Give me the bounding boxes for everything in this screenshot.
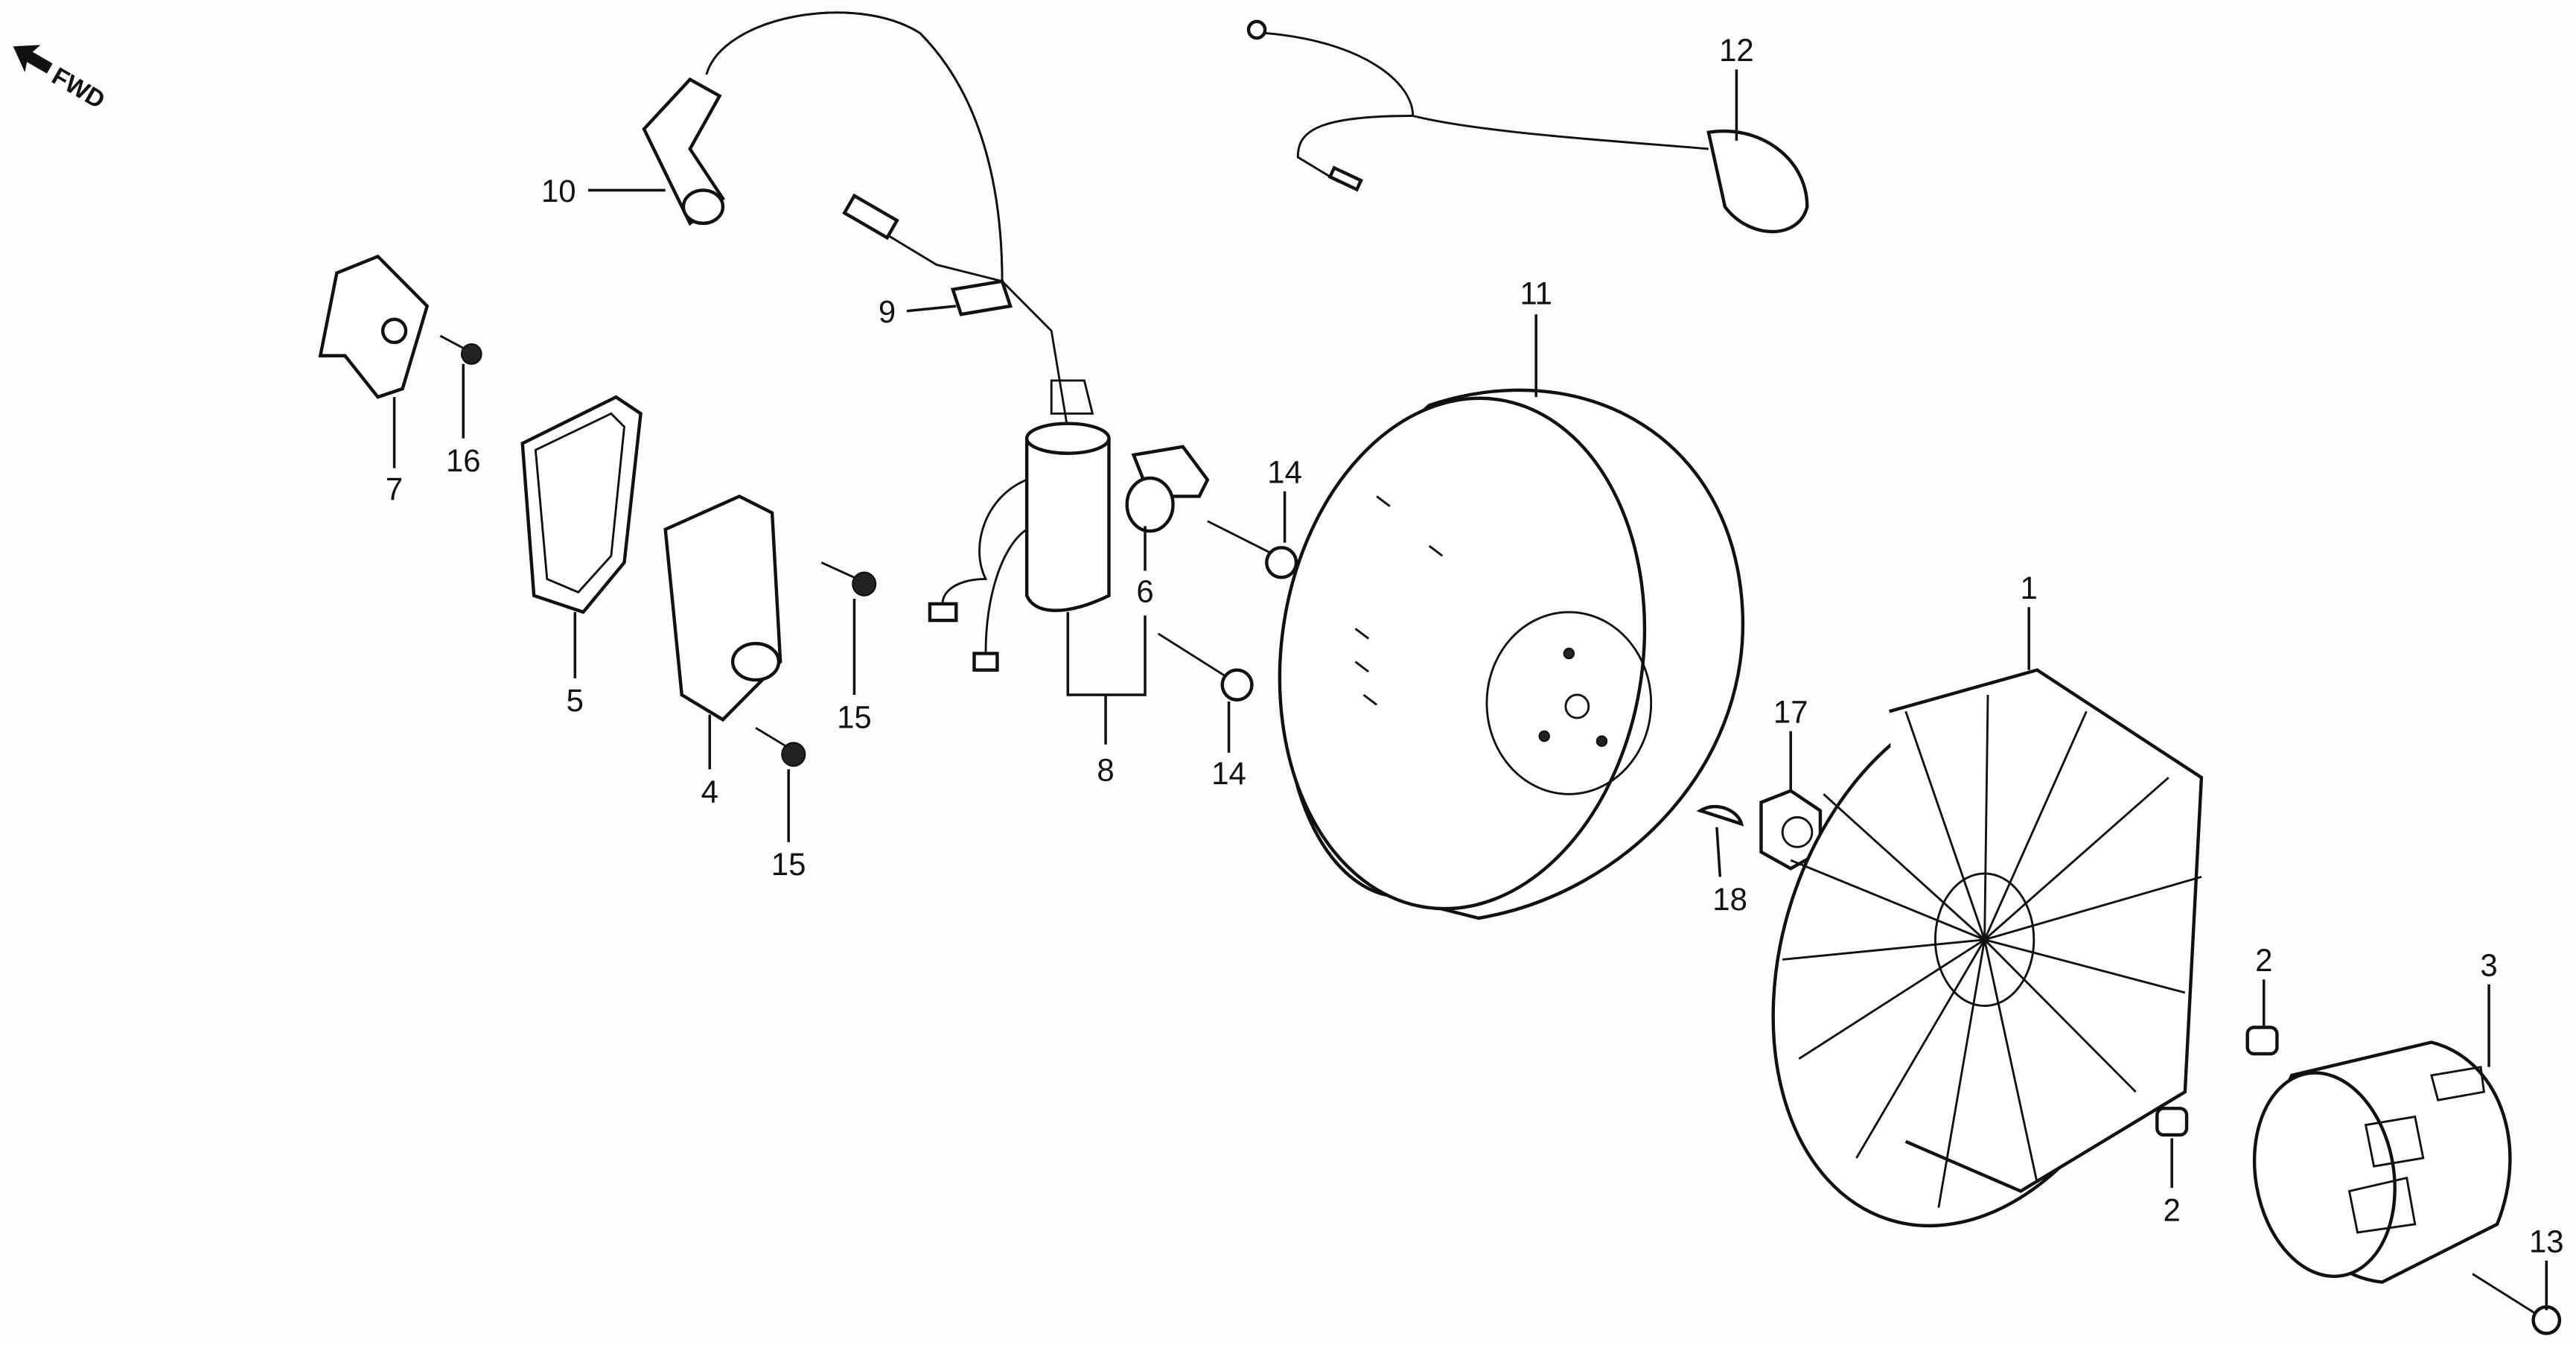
callout-6: 6 <box>1136 573 1153 608</box>
callout-2-upper: 2 <box>2255 943 2272 978</box>
callout-7: 7 <box>386 471 403 506</box>
callout-9: 9 <box>879 294 896 329</box>
callout-15-upper: 15 <box>837 699 872 734</box>
leader-lines <box>392 69 2548 1311</box>
callout-10: 10 <box>541 174 576 209</box>
callout-12: 12 <box>1719 33 1754 68</box>
callout-5: 5 <box>567 683 584 718</box>
contact-breaker <box>318 254 430 399</box>
callout-16: 16 <box>446 443 481 478</box>
callout-3: 3 <box>2480 948 2497 983</box>
woodruff-key <box>1696 805 1744 827</box>
starter-pulley <box>2252 1040 2512 1284</box>
flywheel <box>1278 388 1744 920</box>
callout-8: 8 <box>1097 752 1114 787</box>
callout-18: 18 <box>1712 882 1747 917</box>
callout-15-lower: 15 <box>771 847 806 882</box>
bolt-15-lower <box>755 727 806 767</box>
callout-labels: 10 12 9 11 7 16 14 6 5 15 1 8 14 17 4 15… <box>386 33 2564 1259</box>
callout-1: 1 <box>2021 570 2038 605</box>
bolt-16 <box>439 334 482 365</box>
gasket <box>520 395 643 614</box>
collar-lower <box>2155 1107 2189 1137</box>
callout-14-lower: 14 <box>1211 756 1246 791</box>
collar-upper <box>2245 1026 2279 1056</box>
bolt-15-upper <box>820 561 877 597</box>
bolt-13 <box>2472 1273 2562 1335</box>
spark-plug-cap <box>642 11 1004 282</box>
cooling-fan <box>1771 668 2204 1228</box>
callout-2-lower: 2 <box>2164 1192 2181 1227</box>
ignition-coil <box>842 193 1111 672</box>
callout-17: 17 <box>1773 695 1808 730</box>
breaker-cover <box>663 494 782 722</box>
fwd-label: FWD <box>47 63 109 115</box>
callout-14-upper: 14 <box>1267 455 1302 490</box>
fwd-marker: FWD <box>13 45 109 115</box>
bolt-14-upper <box>1207 520 1298 579</box>
callout-4: 4 <box>701 774 718 809</box>
bolt-14-lower <box>1157 632 1254 702</box>
callout-11: 11 <box>1520 276 1552 311</box>
condenser <box>1125 445 1210 533</box>
ground-wire <box>1246 19 1809 234</box>
callout-13: 13 <box>2529 1224 2564 1259</box>
arrow-up-left-icon <box>13 45 53 74</box>
